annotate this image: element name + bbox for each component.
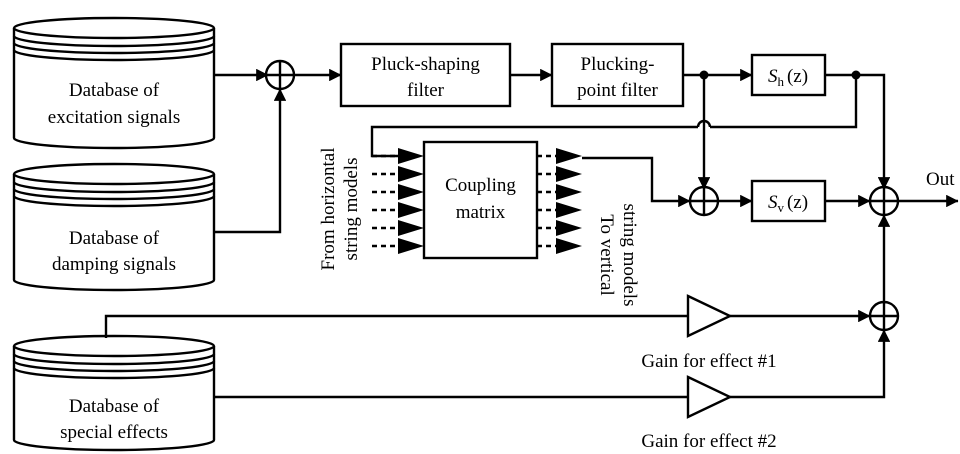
to-vertical-line1: To vertical — [596, 214, 617, 296]
sum-junction-4 — [868, 300, 900, 332]
database-effects-line1: Database of — [69, 396, 160, 417]
pluck-shaping-line2: filter — [407, 80, 445, 101]
sh-filter: Sh(z) — [750, 53, 827, 97]
to-vertical-line2: string models — [619, 204, 640, 307]
from-horizontal-line2: string models — [341, 158, 362, 261]
gain-effect-2 — [686, 375, 733, 419]
sum-junction-1 — [264, 59, 296, 91]
sum-junction-3 — [868, 185, 900, 217]
pluck-shaping-line1: Pluck-shaping — [371, 54, 480, 75]
database-damping: Database of damping signals — [12, 162, 216, 292]
plucking-point-line1: Plucking- — [581, 54, 655, 75]
database-damping-line2: damping signals — [52, 254, 176, 275]
sum-junction-2 — [688, 185, 720, 217]
sv-filter-label: Sv(z) — [768, 192, 808, 215]
coupling-matrix-line2: matrix — [456, 202, 506, 223]
database-excitation-line1: Database of — [69, 80, 160, 101]
plucking-point-line2: point filter — [577, 80, 658, 101]
plucking-point-filter: Plucking- point filter — [550, 42, 685, 108]
sh-filter-label: Sh(z) — [768, 66, 808, 89]
database-effects: Database of special effects — [12, 334, 216, 452]
gain-effect-1 — [686, 294, 733, 338]
sv-filter: Sv(z) — [750, 179, 827, 223]
pluck-shaping-filter: Pluck-shaping filter — [339, 42, 512, 108]
database-excitation-line2: excitation signals — [48, 107, 180, 128]
junction-node-2 — [851, 70, 861, 80]
coupling-matrix-line1: Coupling — [445, 175, 516, 196]
gain-effect-2-label: Gain for effect #2 — [641, 431, 776, 452]
database-damping-line1: Database of — [69, 228, 160, 249]
output-label: Out — [926, 169, 955, 190]
coupling-matrix: Coupling matrix — [372, 140, 630, 260]
database-excitation: Database of excitation signals — [12, 16, 216, 150]
junction-node-1 — [699, 70, 709, 80]
from-horizontal-line1: From horizontal — [318, 148, 339, 271]
database-effects-line2: special effects — [60, 422, 168, 443]
gain-effect-1-label: Gain for effect #1 — [641, 351, 776, 372]
